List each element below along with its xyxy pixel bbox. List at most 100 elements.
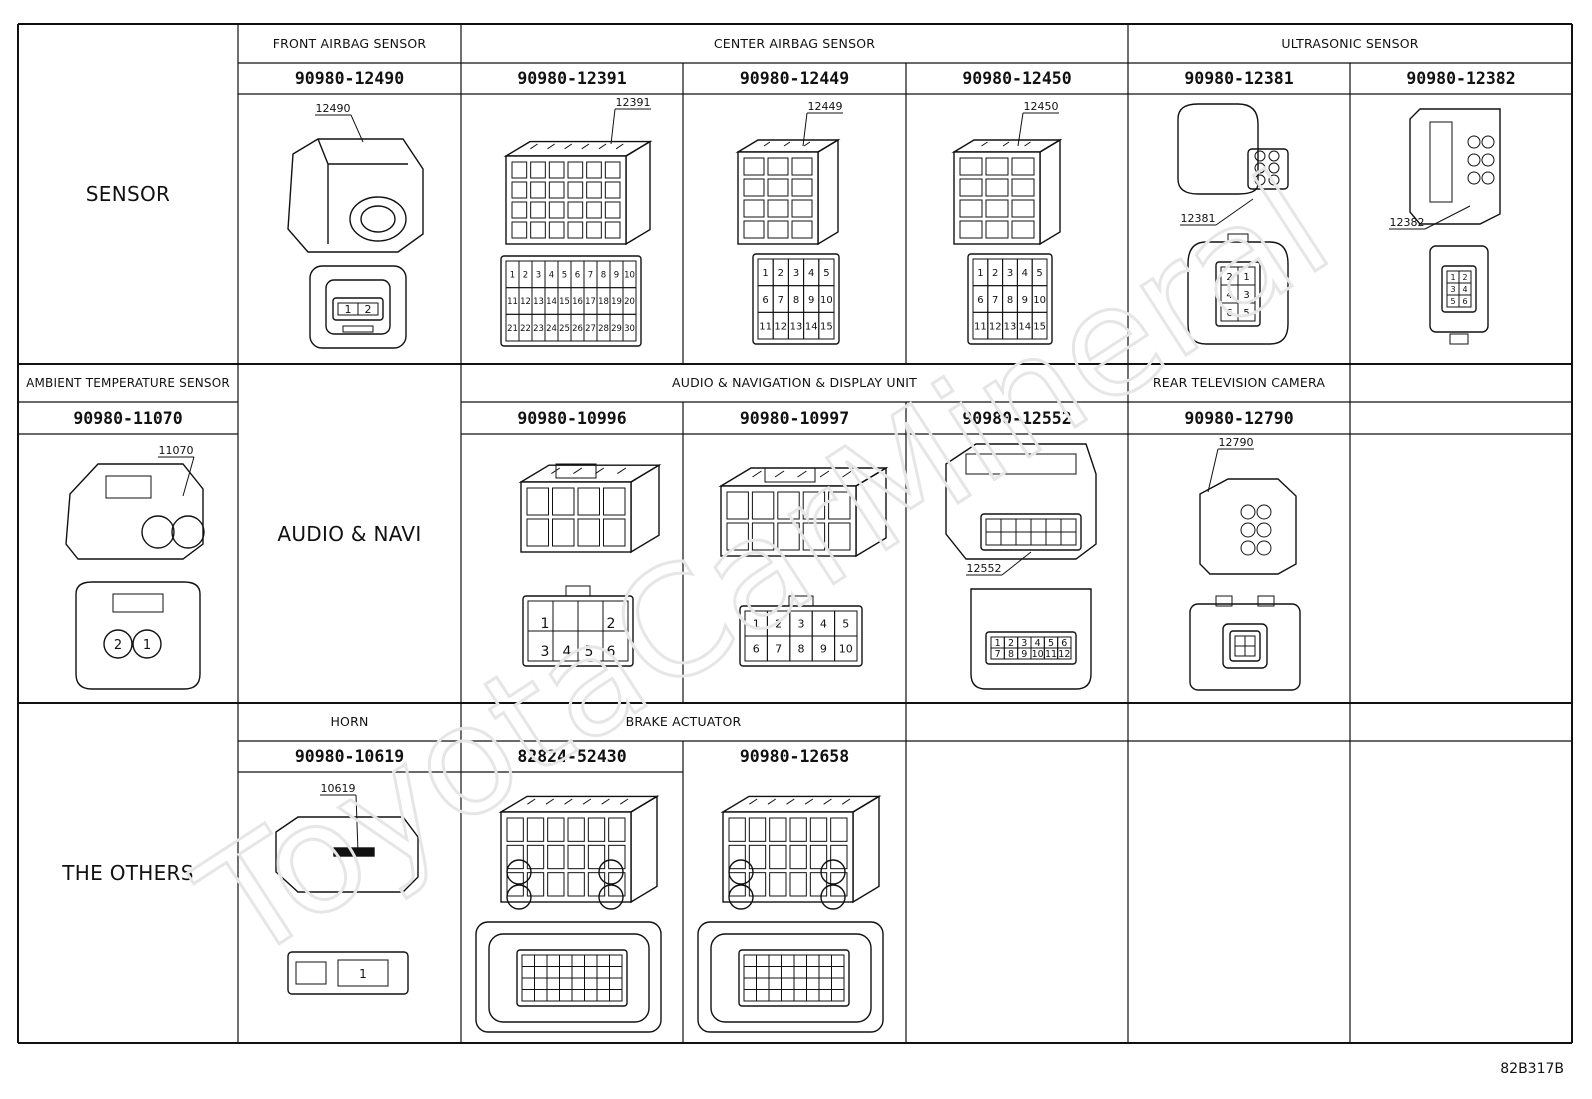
rib (749, 798, 758, 805)
group-header: FRONT AIRBAG SENSOR (272, 35, 427, 51)
pin-number-label: 1 (510, 271, 515, 281)
connector-id-tag: 10619 (321, 782, 356, 795)
cavity (511, 181, 528, 199)
connector-body (505, 155, 627, 245)
cavity (743, 220, 765, 239)
connector-outline (506, 884, 532, 910)
leader-line (182, 456, 195, 497)
cavity (567, 872, 585, 897)
cavity (567, 201, 584, 219)
connector-outline (360, 205, 396, 233)
part-number: 90980-12391 (517, 69, 627, 88)
pin-cavity (1467, 135, 1481, 149)
pin-number-label: 2 (365, 303, 372, 316)
pin-cavity (1254, 162, 1266, 174)
pin-cavity (521, 954, 535, 967)
pin-cavity (546, 966, 560, 979)
connector-outline (317, 138, 408, 244)
pin-cavity (1000, 531, 1017, 546)
pin-number-label: 4 (1022, 268, 1028, 279)
pin-cavity (834, 635, 858, 662)
cavity (791, 178, 813, 197)
pin-number-label: 5 (1048, 638, 1054, 649)
group-header: AMBIENT TEMPERATURE SENSOR (26, 376, 230, 390)
pin-number-label: 25 (559, 324, 570, 334)
rib (819, 470, 830, 478)
connector-face (1441, 265, 1477, 313)
cavity (548, 221, 565, 239)
pin-cavity (781, 989, 795, 1002)
pin-cavity (559, 989, 573, 1002)
connector-outline (728, 884, 754, 910)
latch (105, 475, 152, 499)
pin-number-label: 1 (1243, 272, 1249, 283)
connector-12790-svg: 12790 (1189, 436, 1301, 691)
cavity (802, 522, 826, 551)
cavity (552, 487, 575, 516)
pin-number-label: 7 (778, 295, 784, 306)
cavity (548, 161, 565, 179)
connector-outline (1247, 148, 1289, 190)
cavity (743, 157, 765, 176)
cavity (767, 220, 789, 239)
pin-number-label: 26 (572, 324, 583, 334)
pin-number-label: 12 (1058, 649, 1070, 660)
connector-body (625, 140, 651, 246)
pin-number-label: 2 (114, 638, 122, 653)
pin-cavity (609, 954, 623, 967)
pin-cavity (596, 977, 610, 990)
cavity (830, 817, 848, 842)
connector-outline (309, 265, 407, 349)
rib (601, 798, 610, 805)
rib (803, 141, 811, 147)
pin-cavity (546, 977, 560, 990)
connector-body (520, 481, 632, 553)
rib (841, 798, 851, 805)
pin-cavity (1244, 645, 1256, 657)
label-strip (333, 847, 375, 857)
pin-cavity (985, 518, 1002, 533)
cavity (577, 518, 600, 547)
pin-cavity (768, 954, 782, 967)
pin-number-label: 17 (585, 297, 596, 307)
cavity (802, 491, 826, 520)
pin-number-label: 1 (143, 638, 151, 653)
pin-number-label: 29 (611, 324, 622, 334)
part-number: 90980-12450 (962, 69, 1072, 88)
pin-number-label: 3 (1450, 285, 1455, 294)
pin-cavity (1481, 153, 1495, 167)
pin-cavity (622, 313, 637, 342)
pin-cavity (609, 966, 623, 979)
pin-cavity (534, 966, 548, 979)
pin-cavity (831, 977, 845, 990)
pin-number-label: 6 (1462, 297, 1467, 306)
rib (564, 798, 573, 805)
cavity (726, 491, 749, 520)
cavity (809, 872, 828, 897)
pin-cavity (1030, 531, 1047, 546)
pin-cavity (743, 954, 757, 967)
pin-cavity (806, 966, 820, 979)
connector-body (1039, 138, 1061, 246)
connector-outline (598, 859, 624, 885)
connector-body (855, 466, 887, 558)
group-header: ULTRASONIC SENSOR (1281, 35, 1419, 51)
connector-outline (275, 816, 419, 893)
latch (295, 961, 327, 985)
figure-id: 82B317B (1500, 1061, 1564, 1077)
connector-face (1229, 630, 1261, 662)
pin-number-label: 8 (601, 271, 606, 281)
pin-number-label: 21 (507, 324, 518, 334)
connector-body (737, 151, 819, 245)
pin-number-label: 13 (790, 321, 803, 332)
cavity (985, 178, 1009, 197)
cavity (526, 487, 549, 516)
pin-number-label: 1 (762, 268, 768, 279)
leader-line (802, 112, 808, 147)
connector-id-tag: 12552 (967, 562, 1002, 575)
cavity (1011, 157, 1035, 176)
cavity (767, 157, 789, 176)
